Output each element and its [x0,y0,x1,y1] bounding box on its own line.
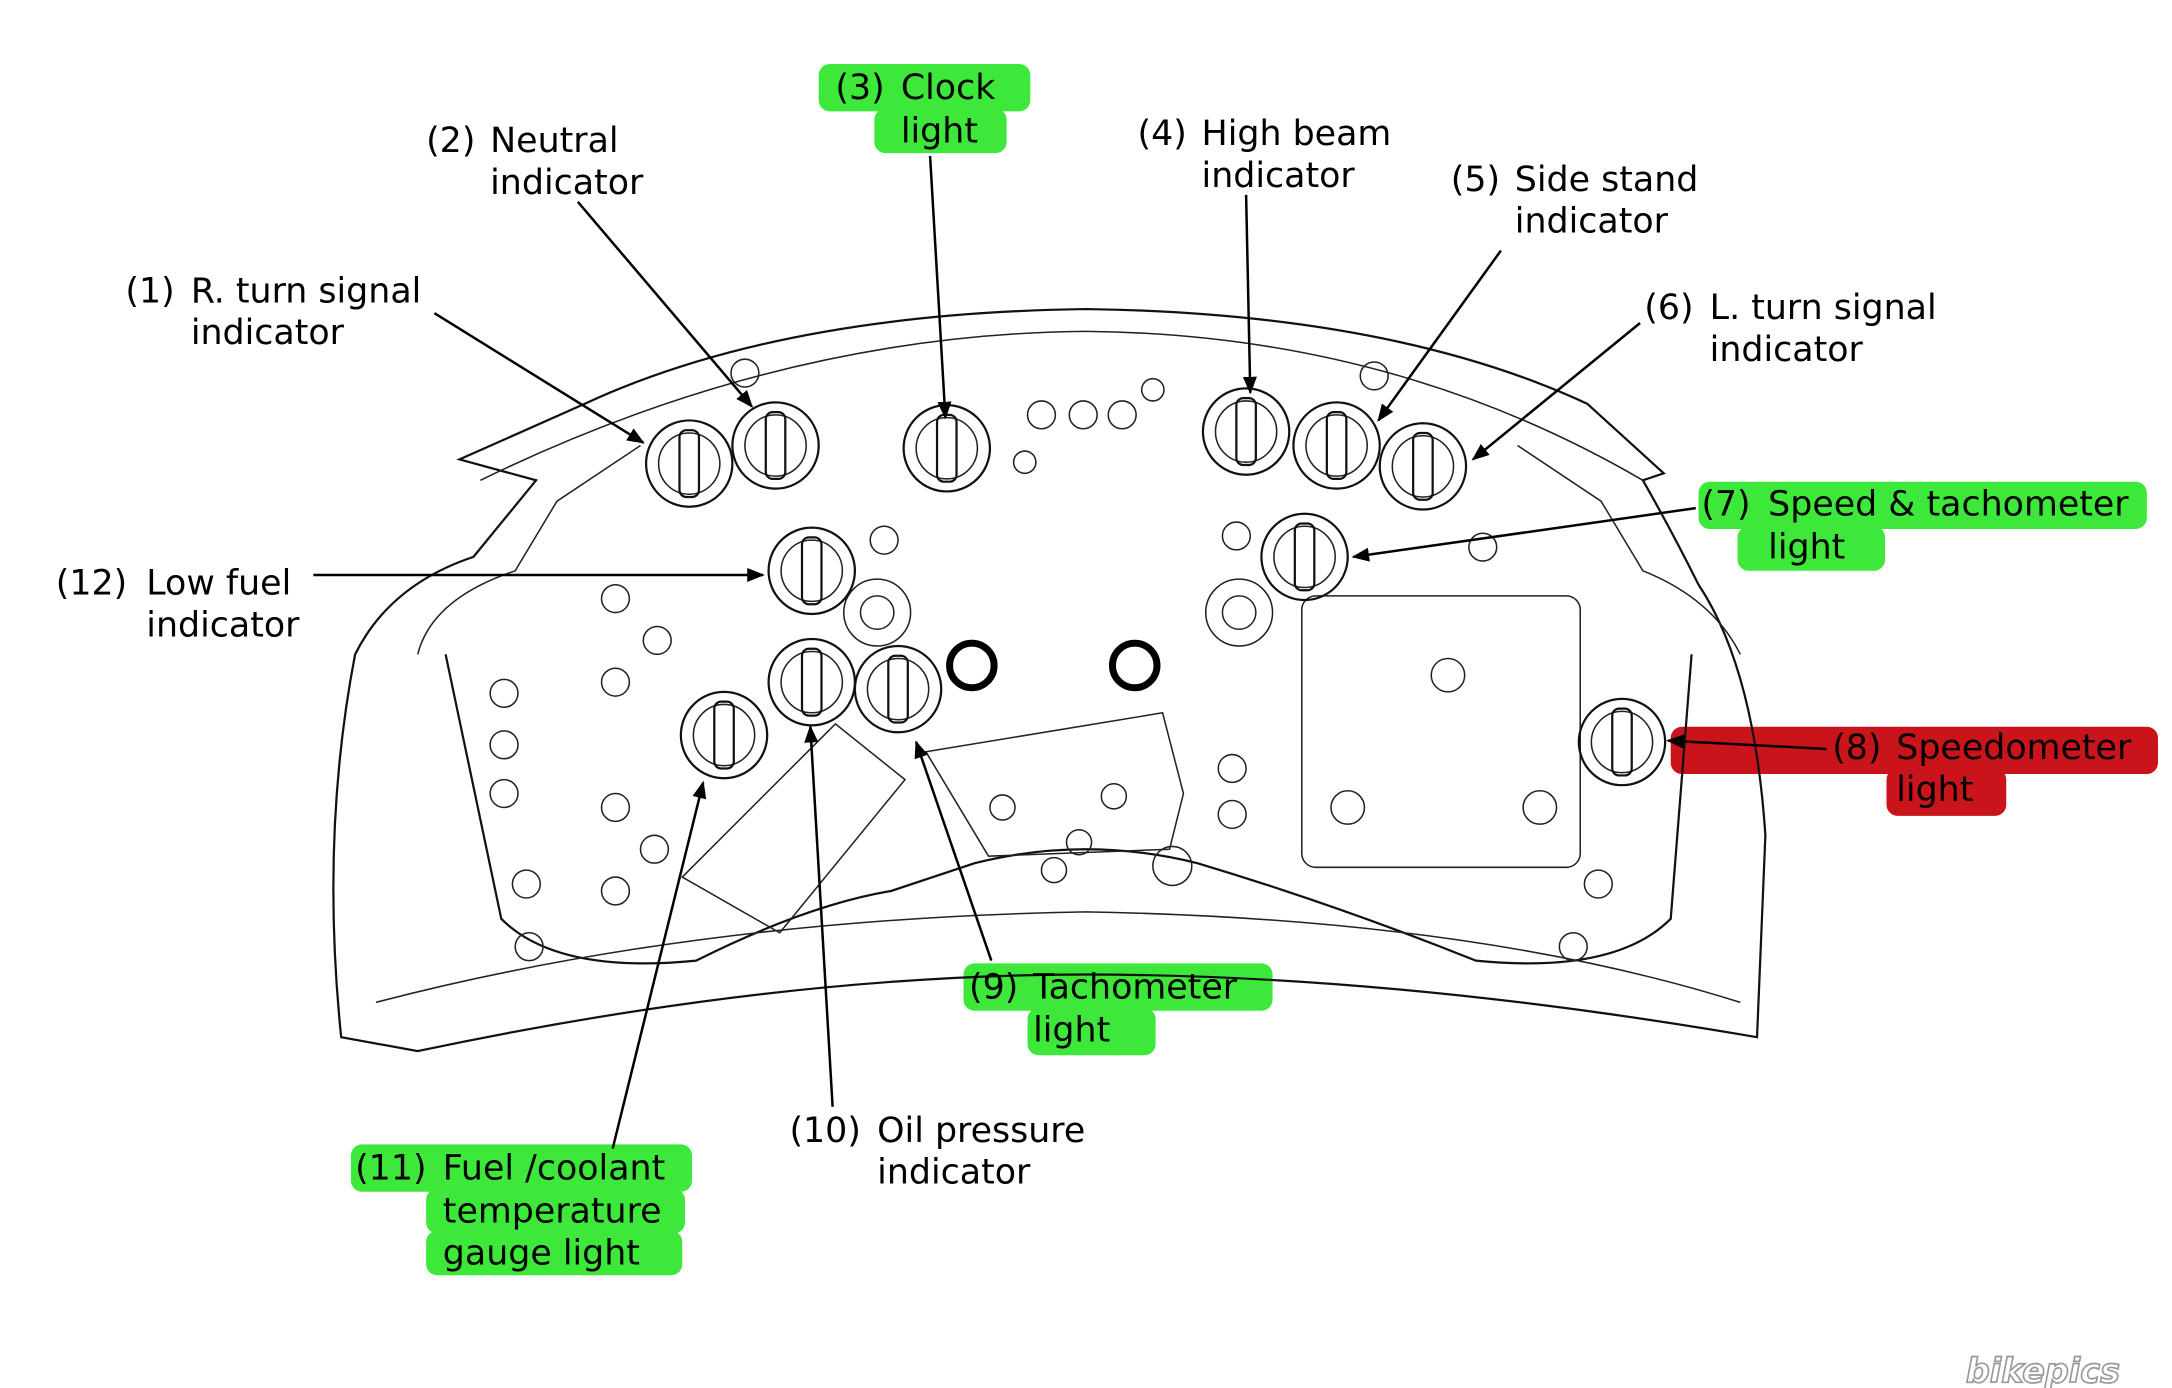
svg-text:(5): (5) [1451,160,1500,200]
svg-text:indicator: indicator [1710,330,1864,370]
bulb-socket-7 [1260,512,1349,602]
bulb-socket-10 [767,637,857,727]
highlight-11b [426,1188,686,1234]
leader-8 [1666,734,1827,751]
svg-text:temperature: temperature [443,1192,662,1232]
bulb-socket-4 [1201,387,1291,476]
highlight-9b [1027,1007,1156,1056]
svg-text:(12): (12) [56,564,127,604]
leader-11 [611,780,707,1149]
leader-10 [804,724,834,1107]
bulb-socket-12 [767,526,857,616]
svg-text:gauge light: gauge light [443,1233,640,1273]
leader-2 [576,201,754,408]
svg-text:Oil pressure: Oil pressure [877,1111,1085,1151]
svg-text:Speedometer: Speedometer [1896,728,2132,768]
highlight-11c [426,1230,683,1276]
svg-text:(9): (9) [969,967,1018,1007]
svg-text:(7): (7) [1701,484,1750,524]
svg-text:High beam: High beam [1202,114,1392,154]
highlight-8a [1670,726,2158,775]
watermark-logo: bikepics [1966,1351,2120,1388]
svg-text:Side stand: Side stand [1515,160,1699,200]
bulb-socket-9 [853,644,943,734]
svg-text:(4): (4) [1138,114,1187,154]
svg-text:R. turn signal: R. turn signal [191,271,422,311]
svg-text:indicator: indicator [191,313,345,353]
bulb-socket-6 [1378,422,1468,511]
leader-1 [433,312,645,444]
svg-text:(11): (11) [355,1148,426,1188]
svg-text:indicator: indicator [877,1153,1031,1193]
svg-text:light: light [1896,770,1973,810]
svg-text:indicator: indicator [1515,202,1669,242]
svg-text:light: light [901,111,978,151]
highlight-11a [350,1144,693,1192]
svg-text:Fuel /coolant: Fuel /coolant [443,1148,665,1188]
bulb-sockets [644,387,1667,787]
svg-text:L. turn signal: L. turn signal [1710,288,1937,328]
highlights [350,64,2158,1276]
bulb-socket-8 [1577,697,1667,787]
leader-7 [1351,506,1696,562]
leader-5 [1377,249,1502,422]
svg-text:(10): (10) [789,1111,860,1151]
svg-text:indicator: indicator [1202,156,1356,196]
bulb-socket-1 [644,419,734,508]
leader-9 [914,740,993,962]
svg-text:Clock: Clock [901,68,996,108]
svg-text:Tachometer: Tachometer [1032,967,1238,1007]
svg-text:Speed & tachometer: Speed & tachometer [1768,484,2129,524]
svg-text:light: light [1033,1011,1110,1051]
leader-6 [1471,322,1641,461]
svg-text:Neutral: Neutral [490,121,618,161]
bulb-socket-2 [731,401,820,490]
svg-text:Low fuel: Low fuel [146,564,291,604]
svg-text:(8): (8) [1832,728,1881,768]
cluster-housing [332,307,1767,1053]
leader-4 [1242,194,1257,395]
svg-text:(2): (2) [426,121,475,161]
bulb-socket-11 [679,690,769,780]
highlight-7a [1698,481,2147,530]
highlight-3b [874,108,1007,154]
highlight-7b [1737,526,1886,571]
svg-text:(1): (1) [125,271,174,311]
svg-text:indicator: indicator [490,163,644,203]
svg-text:(3): (3) [835,68,884,108]
svg-text:(6): (6) [1644,288,1693,328]
leader-3 [928,155,952,420]
highlight-3a [818,64,1031,112]
leader-lines [313,155,1827,1149]
mounting-holes [489,377,1614,906]
svg-text:indicator: indicator [146,605,300,645]
bulb-socket-3 [902,404,992,493]
highlight-8b [1886,768,2007,816]
bulb-socket-5 [1292,401,1381,490]
svg-text:light: light [1768,528,1845,568]
